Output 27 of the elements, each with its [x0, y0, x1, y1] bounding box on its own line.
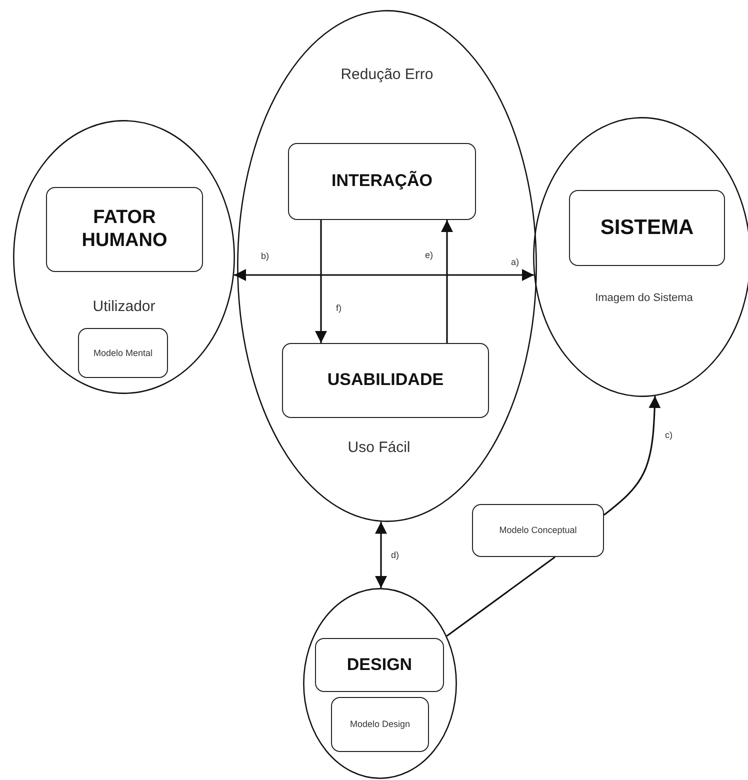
ellipse-group [237, 10, 537, 522]
ellipse-label: Utilizador [92, 297, 156, 317]
edge-label: a) [510, 257, 520, 268]
rounded-box: Modelo Conceptual [472, 504, 604, 557]
arrow [234, 269, 534, 281]
rounded-box: USABILIDADE [282, 343, 489, 418]
edge-label: c) [664, 430, 674, 441]
ellipse-label: Uso Fácil [346, 438, 412, 458]
arrow [315, 220, 327, 343]
arrow [604, 396, 661, 516]
rounded-box: INTERAÇÃO [288, 143, 476, 220]
ellipse-label: Imagem do Sistema [594, 291, 694, 306]
edge-label: d) [390, 550, 400, 561]
arrow [375, 522, 387, 588]
rounded-box: Modelo Design [331, 697, 429, 752]
edge-label: f) [335, 303, 342, 314]
edge-label: e) [424, 250, 434, 261]
rounded-box: Modelo Mental [78, 328, 168, 378]
arrow [441, 220, 453, 343]
rounded-box: FATOR HUMANO [46, 187, 203, 272]
ellipse-label: Redução Erro [340, 65, 434, 85]
rounded-box: SISTEMA [569, 190, 725, 266]
rounded-box: DESIGN [315, 638, 444, 692]
callout-label: b) [260, 251, 270, 262]
ellipse-group [533, 117, 748, 397]
ellipse-group [303, 588, 457, 779]
ellipse-group [13, 120, 235, 394]
